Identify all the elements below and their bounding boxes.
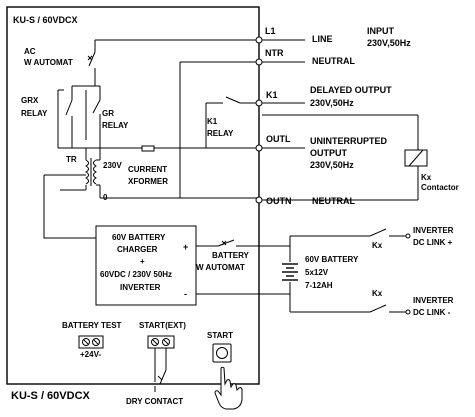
grx-relay-label-2: RELAY — [21, 109, 48, 118]
terminal-k1-label: K1 — [266, 90, 278, 100]
terminal-ntr-label: NTR — [265, 48, 284, 58]
transformer-tr — [85, 148, 101, 198]
inverter-dc-plus-label: INVERTER — [413, 226, 454, 235]
battery-test-label: BATTERY TEST — [62, 321, 122, 330]
kx-contact-top — [369, 228, 406, 237]
kx-bottom-label: Kx — [372, 289, 383, 298]
terminal-l1-label: L1 — [265, 26, 276, 36]
charger-inverter-box — [95, 225, 197, 306]
delayed-output-spec-label: 230V,50Hz — [310, 98, 354, 108]
battery-symbol — [282, 263, 298, 281]
charger-label-2: CHARGER — [117, 245, 158, 254]
ac-automat-breaker — [87, 40, 96, 86]
k1-relay-contact — [205, 96, 241, 148]
ac-automat-label-2: W AUTOMAT — [24, 58, 73, 67]
dry-contact-label: DRY CONTACT — [126, 397, 183, 406]
gr-relay-contacts — [85, 86, 101, 148]
k1-relay-label: K1 — [207, 117, 218, 126]
uninterrupted-label: UNINTERRUPTED — [310, 136, 388, 146]
header-label: KU-S / 60VDCX — [13, 15, 78, 25]
battery-automat-label: BATTERY — [212, 251, 250, 260]
input-spec-label: 230V,50Hz — [367, 38, 411, 48]
neutral-label-1: NEUTRAL — [312, 56, 355, 66]
terminal-outn-label: OUTN — [266, 196, 292, 206]
kx-top-label: Kx — [372, 241, 383, 250]
terminal-outl-label: OUTL — [266, 134, 291, 144]
charger-label-1: 60V BATTERY — [112, 233, 166, 242]
gr-relay-label: GR — [102, 109, 114, 118]
ac-automat-label: AC — [24, 47, 36, 56]
inverter-dc-plus-label-2: DC LINK + — [413, 238, 453, 247]
inverter-dc-minus-terminal — [405, 309, 411, 315]
kx-label: Kx — [421, 173, 432, 182]
charger-plus-label: + — [183, 242, 188, 252]
start-ext-label: START(EXT) — [139, 321, 186, 330]
input-label: INPUT — [367, 26, 395, 36]
line-label: LINE — [312, 34, 333, 44]
tr-230v-label: 230V — [103, 161, 122, 170]
terminal-outn — [255, 196, 263, 204]
k1-relay-label-2: RELAY — [207, 129, 234, 138]
start-button[interactable] — [212, 343, 232, 363]
start-label: START — [207, 331, 233, 340]
grx-relay-contacts — [57, 86, 73, 148]
battery-label-2: 5x12V — [305, 268, 329, 277]
contactor-label: Contactor — [421, 183, 459, 192]
inverter-dc-plus-terminal — [405, 233, 411, 239]
current-xformer-label: CURRENT — [128, 165, 167, 174]
inverter-dc-minus-label: INVERTER — [413, 296, 454, 305]
charger-label-4: 60VDC / 230V 50Hz — [100, 270, 172, 279]
footer-label: KU-S / 60VDCX — [11, 390, 91, 402]
battery-label-1: 60V BATTERY — [305, 255, 359, 264]
charger-label-5: INVERTER — [120, 283, 161, 292]
tr-label: TR — [66, 155, 77, 164]
charger-label-3: + — [140, 257, 145, 266]
kx-contact-bottom — [369, 304, 406, 313]
dry-contact-switch — [154, 348, 167, 392]
inverter-dc-minus-label-2: DC LINK - — [413, 308, 451, 317]
battery-label-3: 7-12AH — [305, 281, 333, 290]
enclosure-box — [6, 6, 260, 385]
terminal-l1 — [255, 36, 263, 44]
uninterrupted-spec-label: 230V,50Hz — [310, 160, 354, 170]
terminal-k1 — [255, 99, 263, 107]
current-xformer — [141, 145, 155, 152]
battery-automat-label-2: W AUTOMAT — [196, 263, 245, 272]
terminal-outl — [255, 144, 263, 152]
terminal-ntr — [255, 58, 263, 66]
plus24-label: +24V- — [80, 350, 101, 359]
grx-relay-label: GRX — [21, 96, 39, 105]
uninterrupted-label-2: OUTPUT — [310, 148, 348, 158]
pointing-hand-icon — [214, 366, 243, 410]
charger-minus-label: - — [184, 289, 187, 299]
neutral-label-2: NEUTRAL — [312, 196, 355, 206]
battery-automat-breaker — [217, 239, 290, 247]
gr-relay-label-2: RELAY — [102, 121, 129, 130]
current-xformer-label-2: XFORMER — [128, 177, 168, 186]
delayed-output-label: DELAYED OUTPUT — [310, 85, 392, 95]
